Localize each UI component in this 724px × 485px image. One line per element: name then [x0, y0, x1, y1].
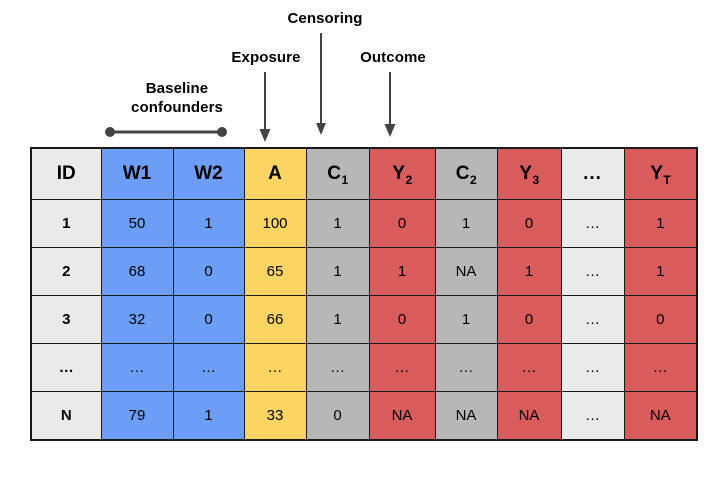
annotation-connectors [105, 33, 396, 142]
cell-y2[interactable]: 0 [368, 295, 436, 344]
cell-c1[interactable]: … [305, 343, 370, 392]
column-header-label: Y [392, 163, 405, 184]
column-header-label: W2 [194, 163, 223, 184]
cell-w2[interactable]: 0 [172, 295, 245, 344]
cell-yt[interactable]: … [623, 343, 698, 392]
cell-w2[interactable]: … [172, 343, 245, 392]
cell-dots[interactable]: … [560, 295, 625, 344]
column-header-yt[interactable]: YT [623, 147, 698, 200]
cell-dots[interactable]: … [560, 391, 625, 441]
column-header-label: ID [56, 163, 76, 184]
cell-c2[interactable]: NA [434, 391, 498, 441]
column-header-label: C [455, 163, 470, 184]
annotation-layer: Baseline confounders Exposure Censoring … [0, 0, 724, 150]
cell-y3[interactable]: 1 [496, 247, 562, 296]
column-header-label: W1 [122, 163, 152, 184]
outcome-label: Outcome [360, 49, 426, 66]
column-header-y3[interactable]: Y3 [496, 147, 562, 200]
column-header-label: ... [583, 163, 602, 184]
cell-yt[interactable]: 0 [623, 295, 698, 344]
column-header-label: C [327, 163, 342, 184]
column-header-subscript: 1 [341, 173, 349, 187]
cell-c2[interactable]: 1 [434, 199, 498, 248]
cell-c1[interactable]: 0 [305, 391, 370, 441]
cell-dots[interactable]: … [560, 343, 625, 392]
cell-yt[interactable]: 1 [623, 247, 698, 296]
cell-id[interactable]: 2 [30, 247, 102, 296]
cell-c2[interactable]: 1 [434, 295, 498, 344]
cell-y2[interactable]: … [368, 343, 436, 392]
cell-dots[interactable]: … [560, 247, 625, 296]
censoring-label: Censoring [287, 10, 363, 27]
column-header-subscript: 2 [470, 173, 477, 187]
cell-a[interactable]: 66 [243, 295, 307, 344]
cell-y2[interactable]: 0 [368, 199, 436, 248]
cell-y2[interactable]: 1 [368, 247, 436, 296]
column-header-c1[interactable]: C1 [305, 147, 370, 200]
column-header-w2[interactable]: W2 [172, 147, 245, 200]
cell-y3[interactable]: NA [496, 391, 562, 441]
cell-id[interactable]: 1 [30, 199, 102, 248]
table-row: ………………………… [30, 343, 698, 392]
column-header-label: Y [650, 163, 663, 184]
column-header-label: Y [519, 163, 532, 184]
cell-c2[interactable]: NA [434, 247, 498, 296]
cell-w1[interactable]: 32 [100, 295, 174, 344]
column-header-subscript: 3 [532, 173, 540, 187]
cell-a[interactable]: 65 [243, 247, 307, 296]
cell-c1[interactable]: 1 [305, 247, 370, 296]
column-header-c2[interactable]: C2 [434, 147, 498, 200]
cell-a[interactable]: 33 [243, 391, 307, 441]
cell-y3[interactable]: 0 [496, 199, 562, 248]
cell-a[interactable]: 100 [243, 199, 307, 248]
cell-w1[interactable]: 68 [100, 247, 174, 296]
column-header-w1[interactable]: W1 [100, 147, 174, 200]
cell-y3[interactable]: 0 [496, 295, 562, 344]
column-header-a[interactable]: A [243, 147, 307, 200]
cell-w2[interactable]: 1 [172, 199, 245, 248]
cell-c1[interactable]: 1 [305, 199, 370, 248]
cell-id[interactable]: 3 [30, 295, 102, 344]
cell-w2[interactable]: 0 [172, 247, 245, 296]
cell-yt[interactable]: 1 [623, 199, 698, 248]
cell-w1[interactable]: 79 [100, 391, 174, 441]
cell-w1[interactable]: … [100, 343, 174, 392]
cell-w2[interactable]: 1 [172, 391, 245, 441]
outcome-arrow [384, 72, 396, 137]
baseline-confounders-label: Baseline confounders [131, 80, 223, 116]
column-header-dots[interactable]: ... [560, 147, 625, 200]
cell-yt[interactable]: NA [623, 391, 698, 441]
column-header-subscript: 2 [405, 173, 413, 187]
cell-w1[interactable]: 50 [100, 199, 174, 248]
cell-y3[interactable]: … [496, 343, 562, 392]
censoring-arrow [316, 33, 326, 135]
cell-c2[interactable]: … [434, 343, 498, 392]
cell-id[interactable]: … [30, 343, 102, 392]
cell-dots[interactable]: … [560, 199, 625, 248]
cell-a[interactable]: … [243, 343, 307, 392]
cell-id[interactable]: N [30, 391, 102, 441]
cell-c1[interactable]: 1 [305, 295, 370, 344]
baseline-confounders-bracket [105, 127, 227, 137]
exposure-label: Exposure [231, 49, 301, 66]
column-header-label: A [268, 163, 282, 184]
column-header-id[interactable]: ID [30, 147, 102, 200]
column-header-y2[interactable]: Y2 [368, 147, 436, 200]
exposure-arrow [259, 72, 271, 142]
cell-y2[interactable]: NA [368, 391, 436, 441]
column-header-subscript: T [663, 173, 671, 187]
